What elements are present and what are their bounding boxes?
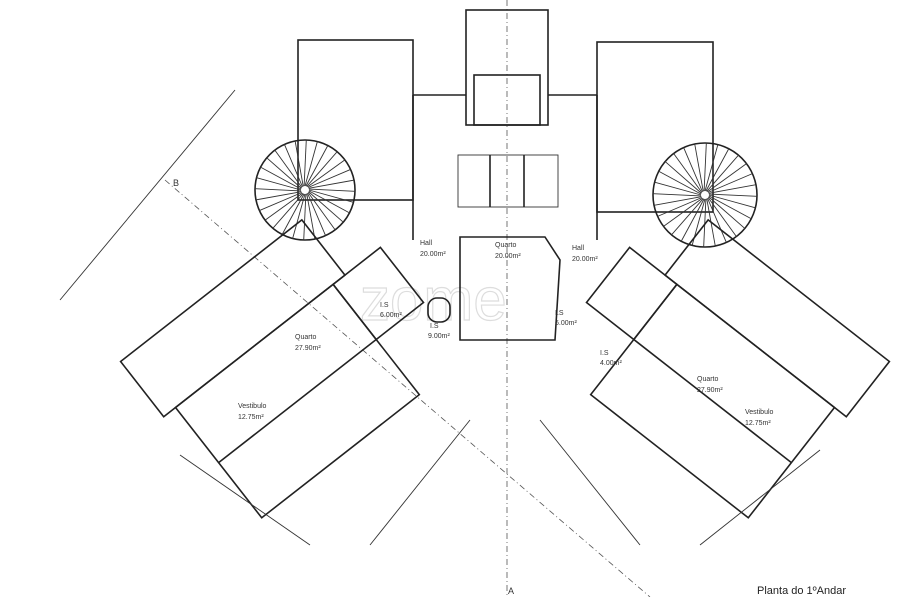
spiral-tread: [680, 198, 705, 242]
spiral-tread: [306, 151, 338, 187]
spiral-tread: [292, 193, 306, 239]
spiral-tread: [703, 198, 707, 248]
spiral-tread: [308, 191, 344, 223]
spiral-tread: [705, 148, 730, 192]
dimension-line: [179, 454, 311, 546]
section-mark-a: A: [508, 586, 514, 596]
room-name: Vestibulo: [745, 409, 774, 416]
room-area: 12.75m²: [238, 414, 264, 421]
spiral-stair-right: [652, 142, 758, 248]
spiral-tread: [673, 153, 703, 193]
room-name: Quarto: [495, 242, 517, 249]
spiral-tread: [704, 144, 719, 192]
spiral-tread: [264, 192, 303, 221]
spiral-tread: [308, 189, 354, 203]
spiral-tread: [254, 188, 302, 192]
bathtub: [427, 297, 451, 323]
spiral-tread: [266, 157, 302, 189]
spiral-tread: [706, 154, 739, 192]
spiral-tread: [708, 195, 752, 220]
spiral-tread: [707, 163, 747, 193]
room-name: Hall: [420, 240, 433, 247]
spiral-tread: [294, 140, 304, 187]
spiral-tread: [671, 198, 704, 236]
spiral-tread: [694, 143, 704, 192]
spiral-tread: [303, 193, 307, 241]
dimension-line: [699, 449, 821, 546]
dimension-line: [369, 419, 471, 546]
spiral-tread: [308, 190, 350, 214]
quarto-center-walls: [459, 236, 561, 341]
spiral-tread: [255, 191, 302, 201]
spiral-tread: [657, 197, 703, 217]
room-area: 27.90m²: [295, 345, 321, 352]
dimension-line: [539, 419, 641, 546]
section-line-b: [164, 179, 651, 597]
spiral-tread: [703, 142, 707, 192]
spiral-tread: [683, 147, 703, 193]
room-area: 6.00m²: [380, 312, 402, 319]
right-wing: [585, 218, 891, 519]
room-area: 20.00m²: [495, 253, 521, 260]
room-area: 20.00m²: [572, 256, 598, 263]
spiral-tread: [707, 173, 753, 193]
room-name: Hall: [572, 245, 585, 252]
spiral-tread: [272, 193, 304, 229]
spiral-tread: [303, 139, 307, 187]
spiral-tread: [306, 193, 316, 240]
spiral-tread: [305, 145, 329, 187]
room-area: 12.75m²: [745, 420, 771, 427]
left-wing: [119, 218, 425, 519]
room-area: 6.00m²: [555, 320, 577, 327]
spiral-tread: [707, 197, 737, 237]
spiral-tread: [708, 193, 758, 197]
spiral-tread: [307, 192, 336, 231]
spiral-tread: [707, 197, 727, 243]
spiral-tread: [708, 196, 746, 229]
room-area: 27.90m²: [697, 387, 723, 394]
spiral-tread: [308, 188, 356, 192]
spiral-tread: [281, 193, 305, 235]
spiral-tread: [307, 159, 346, 188]
plan-title: Planta do 1ºAndar: [757, 585, 846, 597]
spiral-tread: [256, 177, 302, 191]
spiral-tread: [284, 144, 303, 188]
spiral-tread: [260, 166, 302, 190]
spiral-outline: [652, 142, 758, 248]
room-name: Quarto: [295, 334, 317, 341]
spiral-tread: [664, 161, 702, 194]
spiral-tread: [653, 196, 702, 206]
spiral-tread: [274, 149, 303, 188]
spiral-tread: [663, 197, 703, 227]
spiral-tread: [259, 192, 303, 211]
room-area: 20.00m²: [420, 251, 446, 258]
deck-top-center: [465, 9, 549, 126]
room-name: I.S: [555, 310, 564, 317]
spiral-tread: [308, 179, 355, 189]
spiral-tread: [307, 192, 326, 236]
deck-top-left: [297, 39, 414, 201]
room-name: I.S: [380, 302, 389, 309]
spiral-tread: [652, 193, 702, 197]
spiral-tread: [654, 181, 702, 196]
room-area: 9.00m²: [428, 333, 450, 340]
room-name: Vestibulo: [238, 403, 267, 410]
room-name: I.S: [600, 350, 609, 357]
spiral-tread: [708, 194, 756, 209]
spiral-tread: [708, 184, 757, 194]
room-name: Quarto: [697, 376, 719, 383]
dimension-line-diagonal: [59, 89, 236, 301]
spiral-tread: [307, 169, 351, 188]
spiral-outline: [254, 139, 356, 241]
spiral-tread: [658, 170, 702, 195]
staircase: [457, 154, 559, 208]
deck-top-right: [596, 41, 714, 213]
central-hall-walls: [412, 94, 598, 240]
deck-diagonal-left: [119, 218, 347, 418]
room-area: 4.00m²: [600, 360, 622, 367]
spiral-tread: [304, 141, 318, 187]
room-name: I.S: [430, 323, 439, 330]
spiral-stair-left: [254, 139, 356, 241]
section-mark-b: B: [173, 178, 179, 188]
